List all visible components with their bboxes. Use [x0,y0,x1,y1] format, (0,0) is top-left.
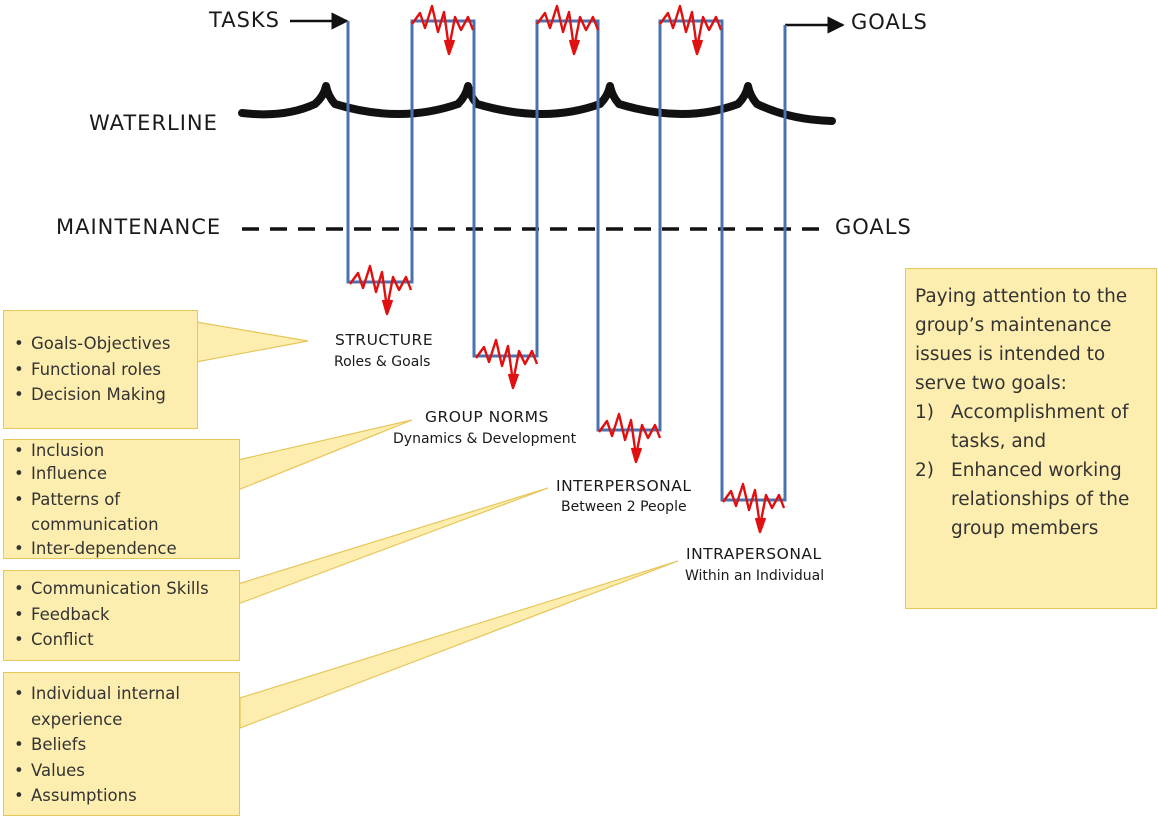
sparks [349,4,786,534]
callout-group-norms: Inclusion Influence Patterns of communic… [3,439,240,560]
layer-title-intrapersonal: INTRAPERSONAL [686,545,822,563]
list-item: Influence [10,461,239,487]
layer-title-group-norms: GROUP NORMS [425,408,549,426]
callout-list: Individual internal experience Beliefs V… [10,681,239,809]
callout-intrapersonal: Individual internal experience Beliefs V… [3,672,240,816]
list-item: Feedback [10,602,239,628]
callout-list: Inclusion Influence Patterns of communic… [10,440,239,560]
layer-title-structure: STRUCTURE [335,331,434,349]
list-item: Patterns of communication [10,487,166,538]
zigzag-spark-icon [411,4,475,56]
list-item: Individual internal experience [10,681,211,732]
layer-title-interpersonal: INTERPERSONAL [556,477,692,495]
note-point-text: Accomplishment of tasks, and [951,402,1129,452]
callout-pointers [195,321,679,729]
zigzag-spark-icon [598,412,662,464]
list-item: Conflict [10,627,239,653]
zigzag-spark-icon [475,338,539,390]
list-item: Goals-Objectives [10,331,197,357]
list-item: Communication Skills [10,576,239,602]
callout-structure: Goals-Objectives Functional roles Decisi… [3,310,198,429]
layer-subtitle-group-norms: Dynamics & Development [393,431,577,447]
note-points: 1) Accomplishment of tasks, and 2) Enhan… [915,398,1148,543]
layer-subtitle-interpersonal: Between 2 People [561,499,687,515]
list-item: Values [10,758,239,784]
callout-pointer-interpersonal [237,487,549,605]
callout-list: Communication Skills Feedback Conflict [10,576,239,653]
tasks-label: TASKS [209,8,280,32]
note-intro: Paying attention to the group’s maintena… [915,286,1128,394]
note-box: Paying attention to the group’s maintena… [905,268,1157,609]
list-item: Inclusion [10,440,239,461]
list-item: Assumptions [10,783,239,809]
list-item: Decision Making [10,382,197,408]
zigzag-spark-icon [659,4,723,56]
zigzag-spark-icon [536,4,600,56]
callout-pointer-group-norms [237,419,413,491]
note-point: 2) Enhanced working relationships of the… [915,456,1148,543]
note-point: 1) Accomplishment of tasks, and [915,398,1148,456]
zigzag-spark-icon [722,482,786,534]
note-point-number: 2) [915,460,934,481]
note-point-number: 1) [915,402,934,423]
list-item: Functional roles [10,357,197,383]
layer-subtitle-structure: Roles & Goals [334,354,431,370]
layer-subtitle-intrapersonal: Within an Individual [685,568,825,584]
goals-top-label: GOALS [851,10,928,34]
callout-interpersonal: Communication Skills Feedback Conflict [3,570,240,661]
zigzag-spark-icon [349,264,413,316]
goals-bottom-label: GOALS [835,215,912,239]
list-item: Beliefs [10,732,239,758]
callout-pointer-intrapersonal [239,560,679,729]
waterline-label: WATERLINE [89,111,218,135]
list-item: Inter-dependence [10,538,239,560]
flow-line [346,19,787,502]
waterline-curve [238,82,836,125]
maintenance-label: MAINTENANCE [56,215,222,239]
callout-list: Goals-Objectives Functional roles Decisi… [10,331,197,408]
note-point-text: Enhanced working relationships of the gr… [951,460,1130,539]
callout-pointer-structure [195,321,309,363]
